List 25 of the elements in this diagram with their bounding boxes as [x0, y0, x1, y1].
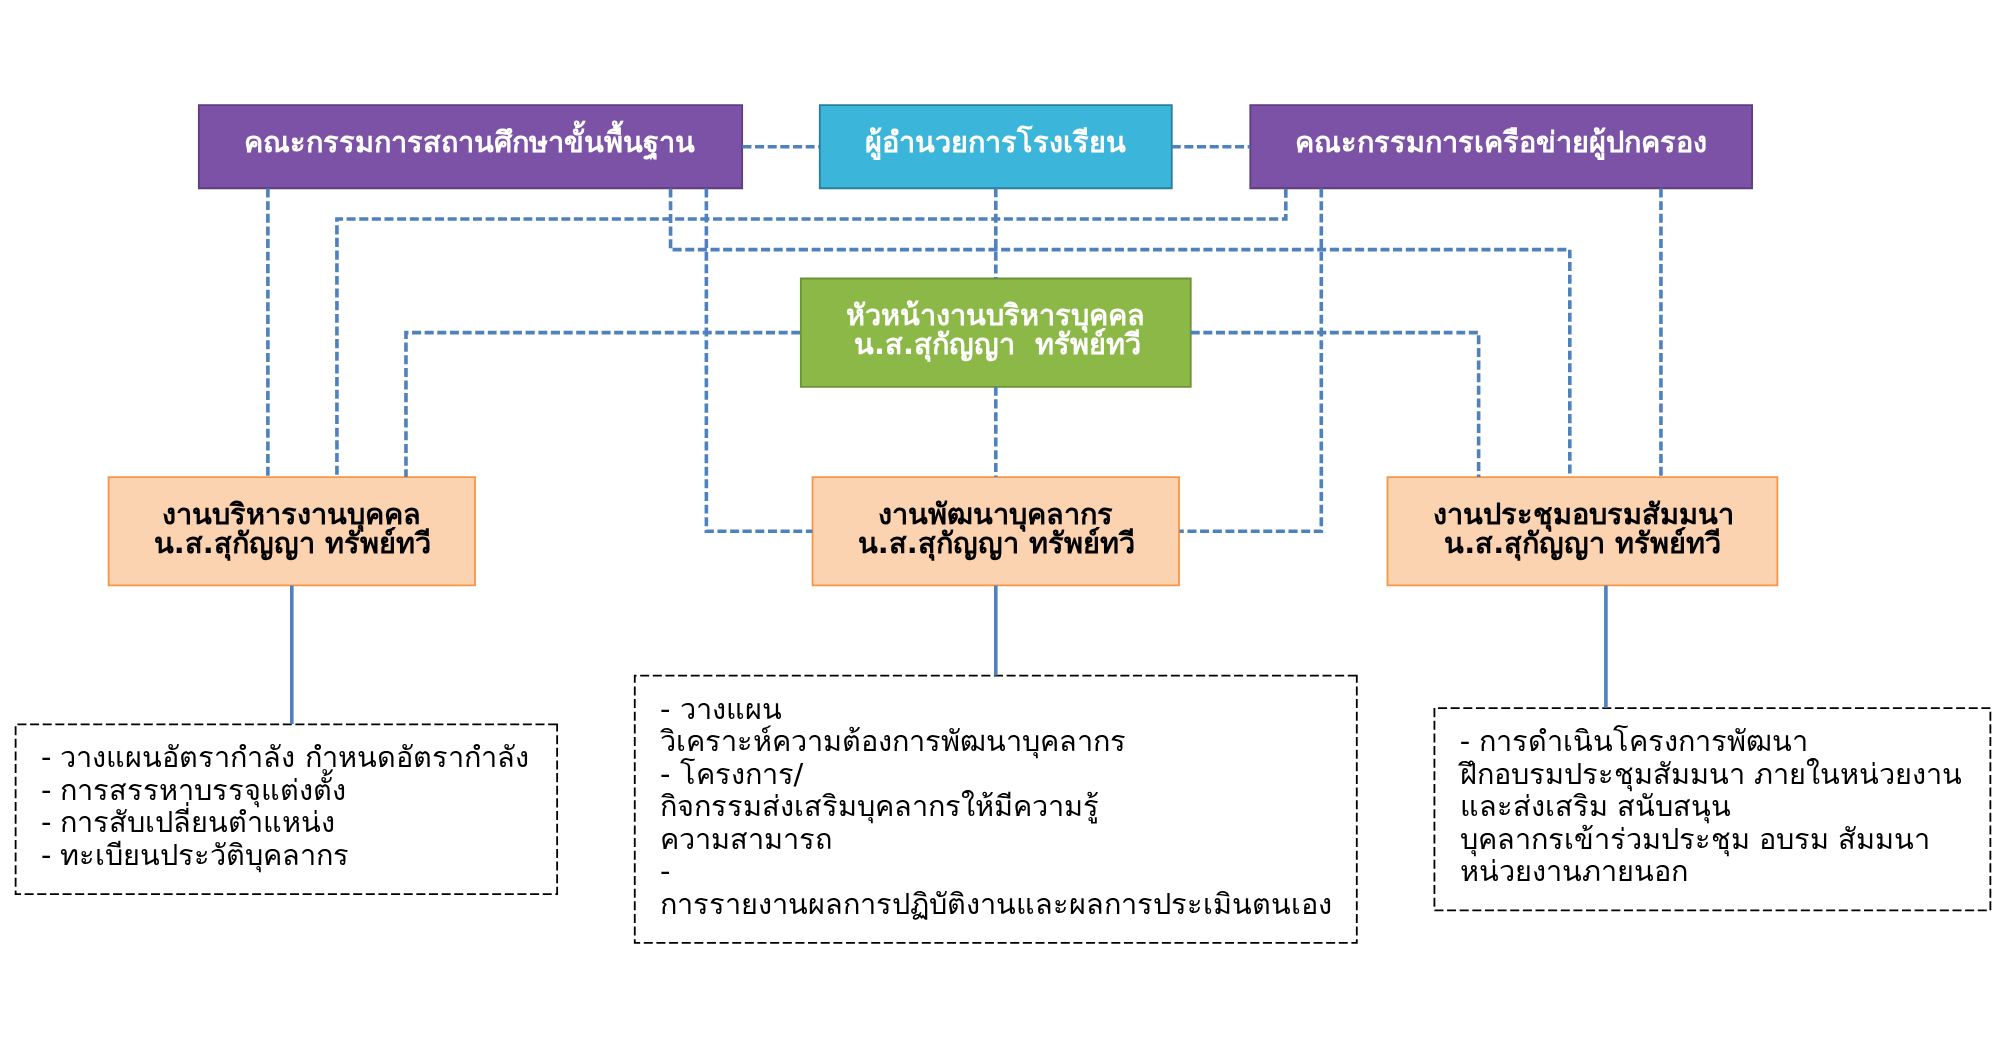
connector	[335, 188, 1288, 477]
connector	[993, 585, 998, 676]
node-box: คณะกรรมการเครือข่ายผู้ปกครอง	[1249, 104, 1753, 190]
connector	[1659, 188, 1663, 477]
node-box: งานประชุมอบรมสัมมนา น.ส.สุกัญญา ทรัพย์ทวี	[1386, 476, 1779, 587]
node-box: คณะกรรมการสถานศึกษาขั้นพื้นฐาน	[197, 104, 744, 190]
connector	[404, 330, 801, 477]
node-box: หัวหน้างานบริหารบุคคล น.ส.สุกัญญา ทรัพย์ทวี	[799, 277, 1192, 388]
connector	[704, 188, 813, 534]
node-box: ผู้อำนวยการโรงเรียน	[818, 104, 1173, 190]
connector	[742, 144, 820, 149]
node-box: งานบริหารงานบุคคล น.ส.สุกัญญา ทรัพย์ทวี	[107, 476, 476, 587]
connector	[1604, 585, 1608, 708]
node-box: - วางแผนอัตรากำลัง กำหนดอัตรากำลัง - การสรรหาบรรจุแต่งตั้ง - การสับเปลี่ยนตำแหน่ง - ทะเบียนประวัติบุคลากร	[14, 723, 559, 895]
connector	[266, 188, 270, 477]
connector	[668, 188, 1572, 477]
connector	[993, 386, 998, 478]
connector	[1171, 144, 1251, 149]
connector	[1179, 188, 1324, 534]
connector	[993, 188, 998, 279]
connector	[290, 585, 294, 724]
node-box: งานพัฒนาบุคลากร น.ส.สุกัญญา ทรัพย์ทวี	[811, 476, 1180, 587]
node-box: - การดำเนินโครงการพัฒนา ฝึกอบรมประชุมสัมมนา ภายในหน่วยงาน และส่งเสริม สนับสนุน บุคลากรเข้าร่วมประชุม อบรม สัมมนา หน่วยงานภายนอก	[1433, 707, 1992, 912]
node-box: - วางแผน วิเคราะห์ความต้องการพัฒนาบุคลากร - โครงการ/ กิจกรรมส่งเสริมบุคลากรให้มีความรู้ ความสามารถ - การรายงานผลการปฏิบัติงานและผลการประเมินตนเอง	[633, 674, 1358, 944]
connector	[1190, 330, 1481, 477]
